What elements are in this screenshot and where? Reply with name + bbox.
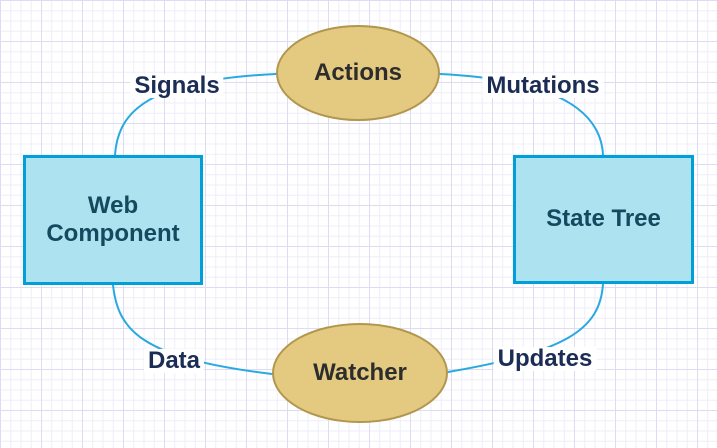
- node-watcher[interactable]: Watcher: [272, 323, 448, 423]
- node-actions[interactable]: Actions: [276, 25, 440, 121]
- connector-statetree-watcher[interactable]: [447, 283, 604, 373]
- connector-watcher-webcomponent[interactable]: [112, 284, 273, 375]
- node-actions-label: Actions: [313, 58, 402, 86]
- node-web-component[interactable]: Web Component: [23, 155, 203, 285]
- edge-label-updates[interactable]: Updates: [493, 347, 597, 371]
- edge-label-signals[interactable]: Signals: [130, 74, 224, 98]
- connector-webcomponent-actions[interactable]: [114, 73, 277, 156]
- node-state-tree[interactable]: State Tree: [513, 155, 694, 284]
- node-watcher-label: Watcher: [313, 358, 407, 386]
- edge-label-mutations[interactable]: Mutations: [482, 74, 604, 98]
- node-web-component-label: Web Component: [46, 191, 180, 247]
- edge-label-data[interactable]: Data: [143, 349, 205, 373]
- node-state-tree-label: State Tree: [546, 205, 661, 233]
